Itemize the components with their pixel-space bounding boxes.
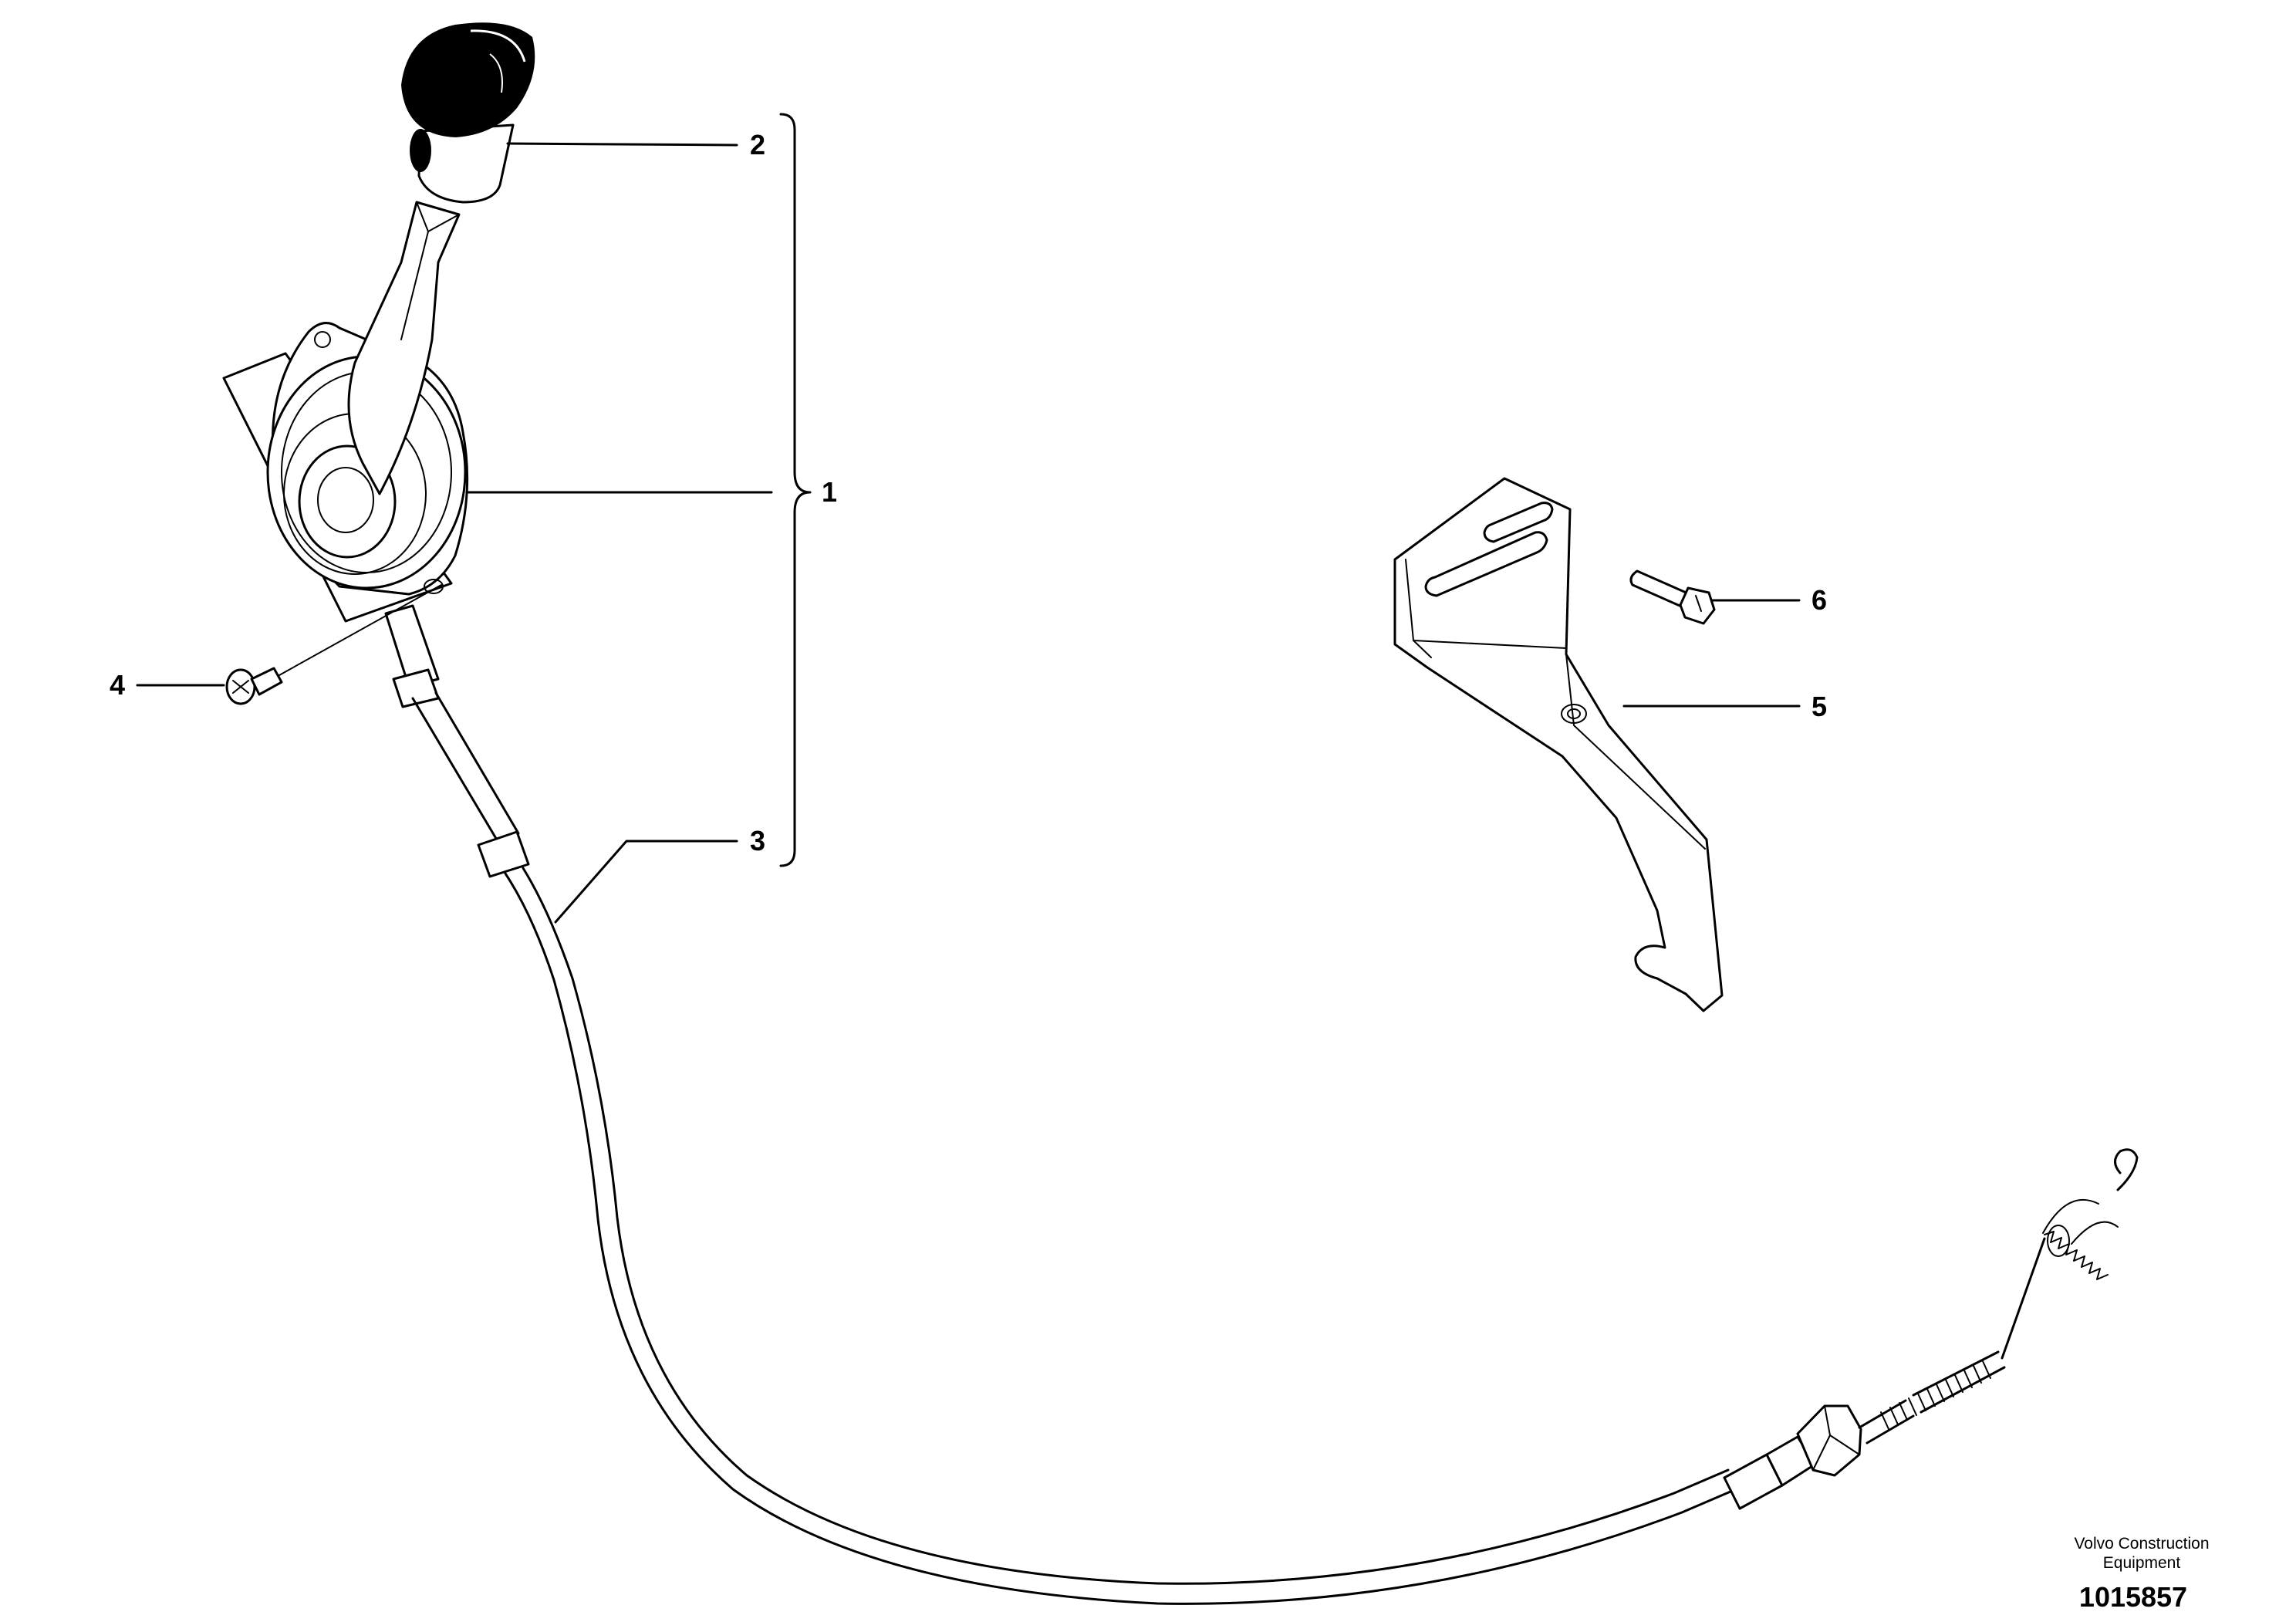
bracket-part <box>1393 477 1724 1012</box>
maker-name-line1: Volvo Construction <box>2074 1535 2209 1553</box>
group-brace <box>779 113 812 867</box>
callout-6: 6 <box>1811 584 1827 616</box>
callout-2: 2 <box>750 129 765 161</box>
leader-lines <box>136 142 1801 924</box>
knob-part <box>401 22 535 204</box>
maker-name-line2: Equipment <box>2103 1554 2181 1572</box>
cable-part <box>411 691 2139 1605</box>
callout-1: 1 <box>822 476 837 508</box>
callout-3: 3 <box>750 825 765 857</box>
bolt-part <box>1629 569 1716 625</box>
diagram-number: 1015857 <box>2079 1581 2187 1613</box>
screw-part <box>225 667 283 705</box>
lever-housing-part <box>222 201 469 708</box>
callout-5: 5 <box>1811 691 1827 722</box>
callout-4: 4 <box>110 669 125 701</box>
